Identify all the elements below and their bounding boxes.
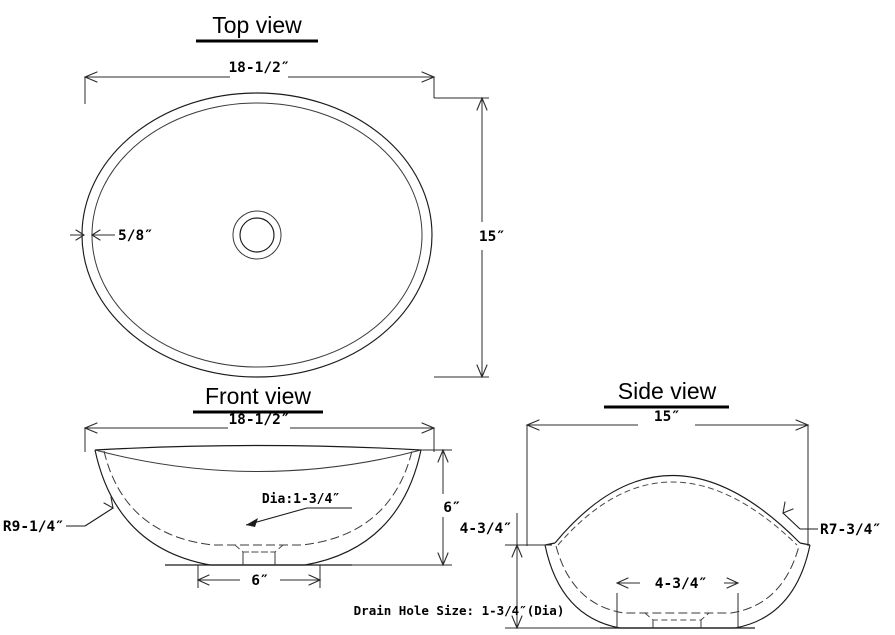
side-view-group: 15″ 4-3/4″ 4-3/4″ R7-3/4″ [460,405,881,630]
top-view-width-label: 18-1/2″ [228,60,289,76]
side-view-base-arrow-left [615,577,629,589]
front-view-base-arrow-right [308,574,322,586]
side-view-height-label: 4-3/4″ [460,521,512,537]
side-view-radius-leader-arrow [782,501,794,514]
front-view-drain-label: Dia:1-3/4″ [262,492,340,507]
front-view-base-arrow-left [196,574,210,586]
top-view-width-arrow-left [83,71,98,83]
side-view-height-arrow-top [511,543,523,558]
side-view-width-arrow-left [525,419,540,431]
side-view-base-width-label: 4-3/4″ [655,576,707,592]
front-view-height-label: 6″ [443,500,460,516]
side-view-width-arrow-right [795,419,810,431]
top-view-drain-inner-circle [239,217,275,253]
front-view-width-arrow-left [83,422,98,434]
side-view-radius-leader-line [782,512,801,530]
front-view-title: Front view [205,383,311,409]
front-view-height-arrow-top [437,448,449,463]
front-view-drain-boss-hidden [234,544,284,553]
front-view-width-label: 18-1/2″ [228,412,289,428]
top-view-group: 18-1/2″ 15″ 5/8″ [70,39,505,379]
top-view-rim-arrow-right [90,229,101,241]
front-view-rim-top-edge [94,444,422,451]
front-view-drain-leader-arrow [246,518,258,527]
side-view-rim-top-edge [554,475,801,544]
front-view-radius-leader-arrow [103,496,114,510]
front-view-group: 18-1/2″ 6″ 6″ Dia:1-3/4″ [3,410,461,589]
side-view-width-label: 15″ [654,409,680,425]
front-view-outer-profile [94,449,422,566]
front-view-inner-profile-hidden [103,450,413,546]
front-view-height-arrow-bottom [437,552,449,567]
side-view-title: Side view [618,378,717,404]
side-view-drain-boss-hidden [644,612,710,621]
side-view-base-arrow-right [726,577,740,589]
top-view-title: Top view [212,12,302,38]
top-view-rim-arrow-left [75,229,86,241]
top-view-width-arrow-right [421,71,436,83]
front-view-base-width-label: 6″ [251,573,268,589]
front-view-width-arrow-right [421,422,436,434]
top-view-rim-thickness-label: 5/8″ [118,228,153,244]
top-view-depth-arrow-top [476,96,488,111]
top-view-depth-label: 15″ [479,229,505,245]
side-view-inner-profile-hidden [555,545,800,614]
top-view-depth-arrow-bottom [476,364,488,379]
side-view-height-arrow-bottom [511,615,523,630]
side-view-radius-label: R7-3/4″ [820,522,881,538]
front-view-rim-inner-edge [94,449,422,472]
front-view-radius-leader-line [84,507,114,527]
side-view-rim-inner-hidden [557,481,798,546]
top-view-drain-outer-circle [232,210,282,260]
front-view-radius-label: R9-1/4″ [3,519,64,535]
drain-hole-size-caption: Drain Hole Size: 1-3/4″(Dia) [354,603,565,618]
